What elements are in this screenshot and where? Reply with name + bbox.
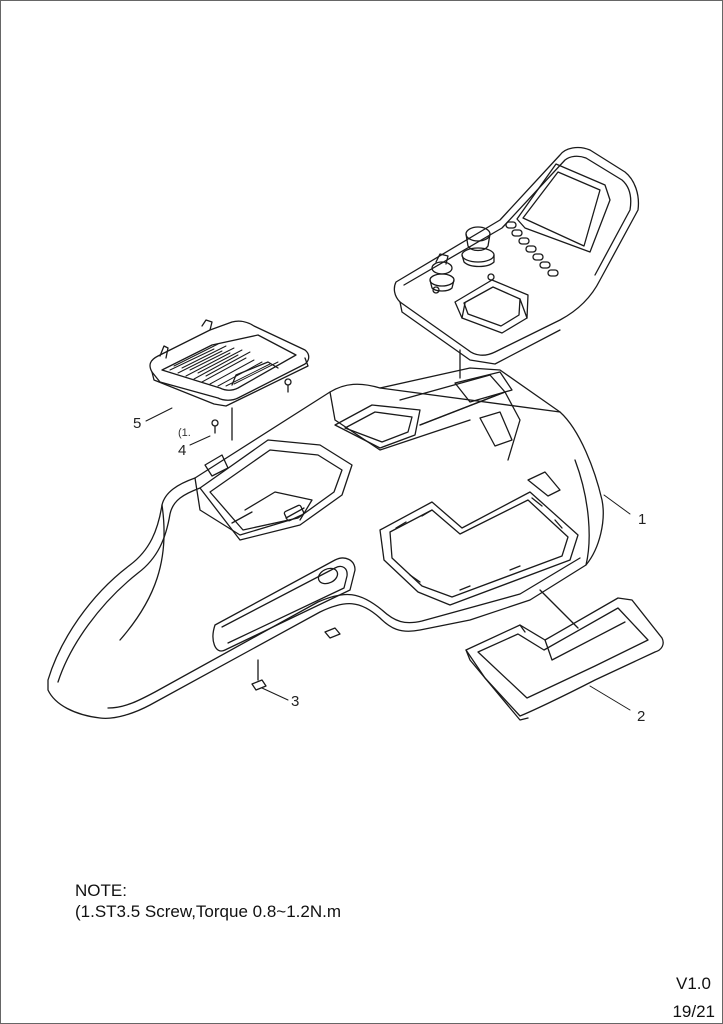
callout-3: 3 xyxy=(291,693,299,710)
note-title: NOTE: xyxy=(75,881,127,900)
version-label: V1.0 xyxy=(676,974,711,993)
control-panel xyxy=(393,146,640,379)
callout-4-note: (1. xyxy=(178,427,191,439)
assembly-note: NOTE: (1.ST3.5 Screw,Torque 0.8~1.2N.m xyxy=(75,880,341,922)
callout-4: 4 xyxy=(178,442,186,459)
leader-lines xyxy=(145,407,631,711)
console-housing xyxy=(47,367,604,719)
grille-slots xyxy=(169,343,279,387)
grille-cover xyxy=(149,319,310,441)
page-number: 19/21 xyxy=(672,1002,715,1021)
callouts: 1 2 3 4 (1. 5 xyxy=(133,415,646,725)
note-line-1: (1.ST3.5 Screw,Torque 0.8~1.2N.m xyxy=(75,902,341,921)
callout-5: 5 xyxy=(133,415,141,432)
panel-buttons xyxy=(505,221,559,277)
emergency-stop-knob xyxy=(461,226,495,268)
callout-2: 2 xyxy=(637,708,645,725)
callout-1: 1 xyxy=(638,511,646,528)
key-switch xyxy=(429,253,455,292)
bottom-tray xyxy=(465,589,664,721)
